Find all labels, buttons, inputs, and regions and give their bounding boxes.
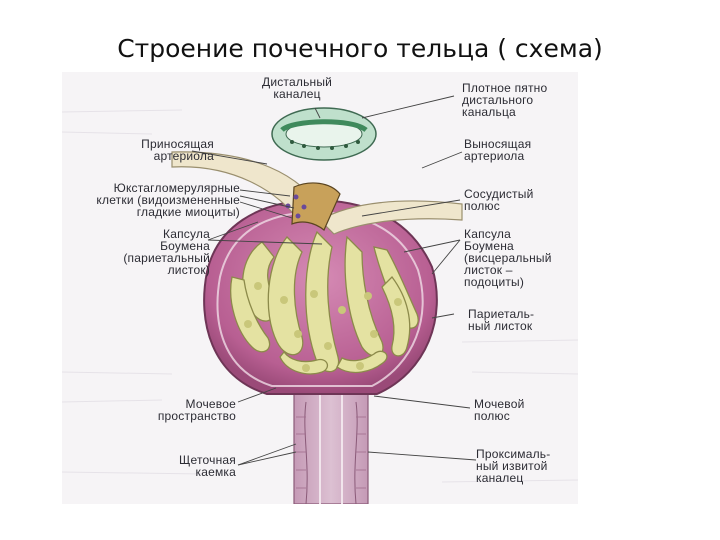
arterioles (171, 151, 463, 235)
renal-corpuscle-diagram (62, 72, 578, 504)
label-urinary-space: Мочевое пространство (157, 397, 236, 423)
label-distal-tubule: Дистальный каналец (262, 75, 333, 101)
background-texture (62, 109, 578, 483)
label-brush-border: Щеточная каемка (179, 453, 236, 479)
label-juxtaglomerular-cells: Юкстагломерулярные клетки (видоизмененны… (96, 181, 240, 219)
label-afferent-arteriole: Приносящая артериола (141, 137, 214, 163)
label-parietal-layer: Париеталь- ный листок (468, 307, 535, 333)
proximal-tubule (293, 389, 369, 504)
label-urinary-pole: Мочевой полюс (474, 397, 525, 423)
label-proximal-tubule: Проксималь- ный извитой каналец (476, 447, 551, 485)
leader-lines (191, 95, 477, 466)
page-title: Строение почечного тельца ( схема) (117, 34, 603, 63)
label-bowman-capsule-visceral: Капсула Боумена (висцеральный листок – п… (464, 227, 552, 289)
label-vascular-pole: Сосудистый полюс (464, 187, 534, 213)
podocyte-nuclei (244, 282, 402, 372)
label-macula-densa: Плотное пятно дистального канальца (462, 81, 548, 119)
distal-tubule (271, 107, 377, 161)
label-bowman-capsule-parietal: Капсула Боумена (париетальный листок) (123, 227, 210, 277)
label-efferent-arteriole: Выносящая артериола (464, 137, 532, 163)
